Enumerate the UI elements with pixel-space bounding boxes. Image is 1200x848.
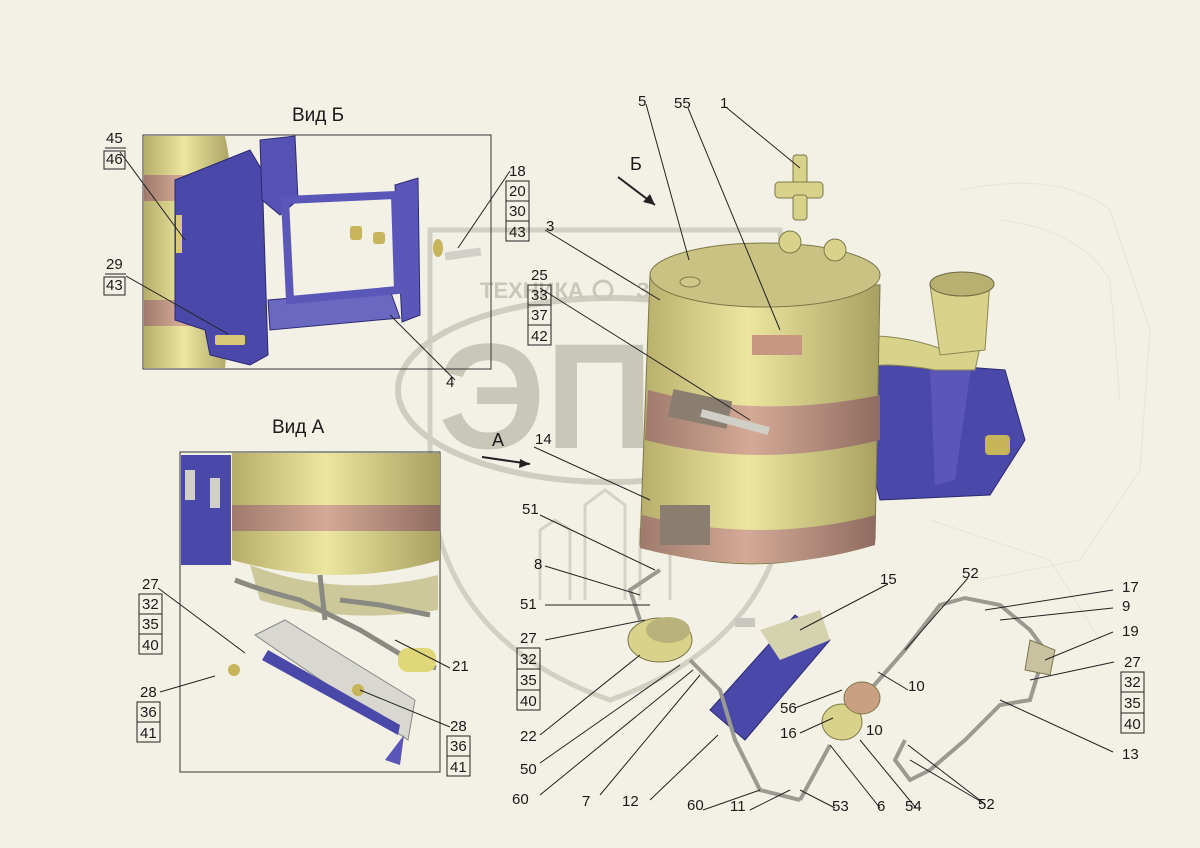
valve-tee [774,154,824,221]
callout-40: 40 [520,693,537,710]
main-tank-top [649,242,881,308]
callout-37: 37 [531,307,548,324]
view-b-title: Вид Б [292,105,344,126]
callout-54: 54 [905,798,922,815]
callout-36-a: 36 [140,704,157,721]
view-b-frame [142,134,492,370]
callout-56: 56 [780,700,797,717]
arrow-b-label: Б [630,154,642,174]
callout-55: 55 [674,95,691,112]
fuel-pump [821,681,881,741]
view-a-frame [179,451,441,773]
view-b-fasteners [176,215,482,345]
callout-46: 46 [106,151,123,168]
callout-15: 15 [880,571,897,588]
callout-10-lower: 10 [866,722,883,739]
callout-52-top: 52 [962,565,979,582]
callout-14: 14 [535,431,552,448]
view-b-bracket [174,135,421,366]
pipe-clip [1024,639,1056,676]
callout-29: 29 [106,256,123,273]
callout-16: 16 [780,725,797,742]
fuel-pipes [627,568,1048,802]
main-tank [639,230,881,565]
callout-27-right: 27 [1124,654,1141,671]
watermark-brand-left: ТЕХНИКА [480,278,584,303]
callout-40-a: 40 [142,637,159,654]
callout-7: 7 [582,793,590,810]
callout-41-a: 41 [140,725,157,742]
view-a-panel: Вид А [179,417,441,773]
view-a-mount-plate [228,619,436,765]
callout-10-upper: 10 [908,678,925,695]
callout-4: 4 [446,374,454,391]
callout-25: 25 [531,267,548,284]
callout-19: 19 [1122,623,1139,640]
view-arrows: Б А [481,154,656,468]
background-engine-outline [929,182,1151,641]
callout-52-bottom: 52 [978,796,995,813]
view-b-callouts: 45 46 29 43 18 20 30 43 4 [103,130,530,391]
callout-43-left: 43 [106,277,123,294]
callout-60-bottom: 60 [687,797,704,814]
callout-41-b: 41 [450,759,467,776]
callout-6: 6 [877,798,885,815]
main-callouts: 5 55 1 3 25 33 37 42 14 51 8 51 27 32 35… [512,93,1145,815]
callout-21: 21 [452,658,469,675]
callout-1: 1 [720,95,728,112]
callout-32-a: 32 [142,596,159,613]
leader-lines [119,103,1115,811]
callout-27-a: 27 [142,576,159,593]
callout-50: 50 [520,761,537,778]
view-a-bracket [181,455,231,565]
callout-28-b: 28 [450,718,467,735]
callout-32-right: 32 [1124,674,1141,691]
callout-45: 45 [106,130,123,147]
callout-40-right: 40 [1124,716,1141,733]
callout-22: 22 [520,728,537,745]
watermark-gear-icon [592,279,614,301]
main-assembly: Б А [481,154,1056,802]
callout-33: 33 [531,287,548,304]
callout-12: 12 [622,793,639,810]
callout-20: 20 [509,183,526,200]
callout-17: 17 [1122,579,1139,596]
callout-30: 30 [509,203,526,220]
view-a-callouts: 27 32 35 40 28 36 41 21 28 36 41 [136,576,471,777]
callout-8: 8 [534,556,542,573]
callout-36-b: 36 [450,738,467,755]
callout-51-top: 51 [522,501,539,518]
callout-13: 13 [1122,746,1139,763]
callout-18: 18 [509,163,526,180]
callout-51-bottom: 51 [520,596,537,613]
arrow-a-label: А [492,430,504,450]
fuel-filter [627,617,693,663]
view-a-pipes [234,574,437,671]
callout-32: 32 [520,651,537,668]
callout-27: 27 [520,630,537,647]
callout-60-left: 60 [512,791,529,808]
callout-5: 5 [638,93,646,110]
callout-9: 9 [1122,598,1130,615]
callout-53: 53 [832,798,849,815]
callout-35: 35 [520,672,537,689]
callout-3: 3 [546,218,554,235]
callout-42: 42 [531,328,548,345]
callout-11: 11 [730,798,746,815]
callout-35-a: 35 [142,616,159,633]
lower-bracket [709,610,831,741]
view-b-panel: Вид Б [142,105,492,370]
callout-35-right: 35 [1124,695,1141,712]
view-a-tank [232,453,440,616]
callout-43-right: 43 [509,224,526,241]
view-a-title: Вид А [272,417,325,438]
callout-28-a: 28 [140,684,157,701]
